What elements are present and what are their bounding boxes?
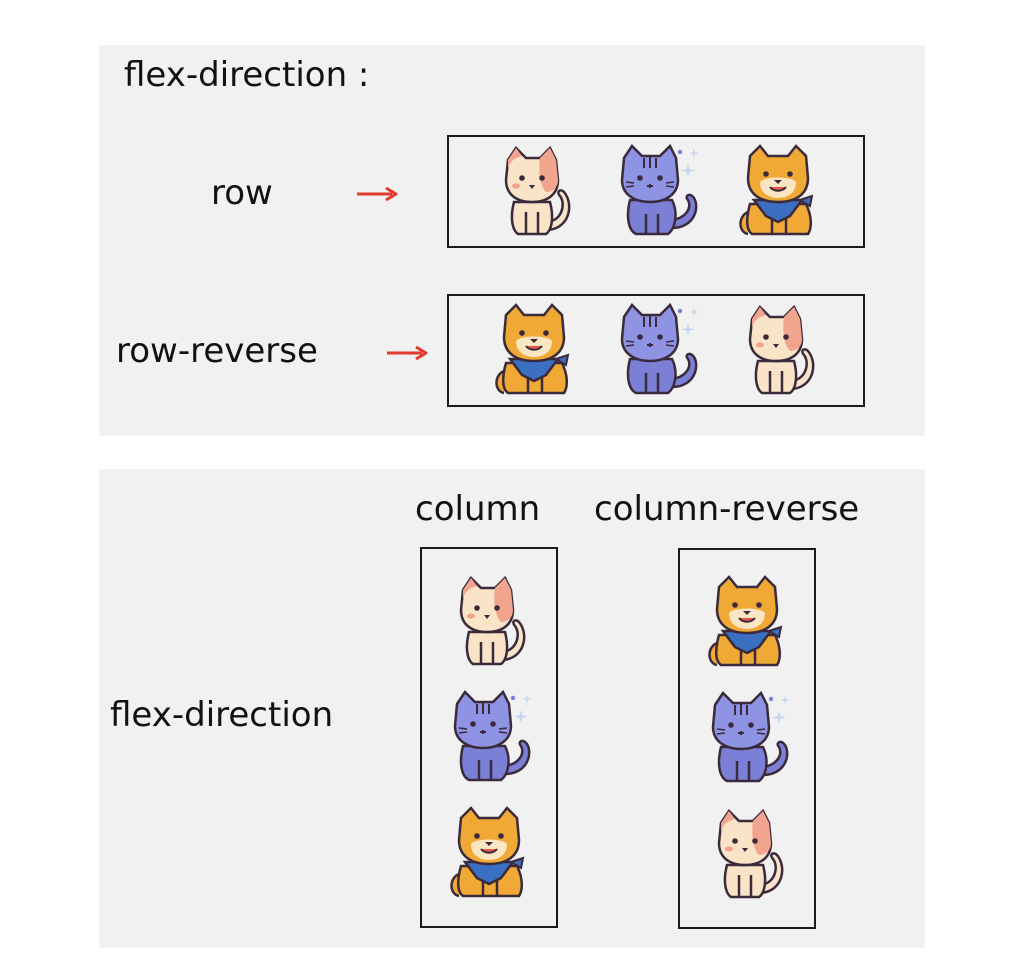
blue-cat-icon xyxy=(610,301,702,401)
column-container xyxy=(420,547,558,928)
row-reverse-label: row-reverse xyxy=(116,331,318,371)
dog-icon xyxy=(701,573,793,673)
cat-icon xyxy=(443,572,535,672)
dog-icon xyxy=(732,142,824,242)
top-title: flex-direction : xyxy=(124,55,370,95)
blue-cat-icon xyxy=(701,689,793,789)
column-label: column xyxy=(415,489,541,529)
row-reverse-container xyxy=(447,294,865,407)
blue-cat-icon xyxy=(443,688,535,788)
dog-icon xyxy=(443,804,535,904)
arrow-right-icon xyxy=(387,346,428,360)
column-reverse-label: column-reverse xyxy=(594,489,860,529)
row-container xyxy=(447,135,865,248)
blue-cat-icon xyxy=(610,142,702,242)
side-label: flex-direction xyxy=(110,695,334,735)
arrow-right-icon xyxy=(357,187,398,201)
column-reverse-container xyxy=(678,548,816,929)
dog-icon xyxy=(488,301,580,401)
cat-icon xyxy=(488,142,580,242)
row-label: row xyxy=(211,173,273,213)
cat-icon xyxy=(701,805,793,905)
cat-icon xyxy=(732,301,824,401)
